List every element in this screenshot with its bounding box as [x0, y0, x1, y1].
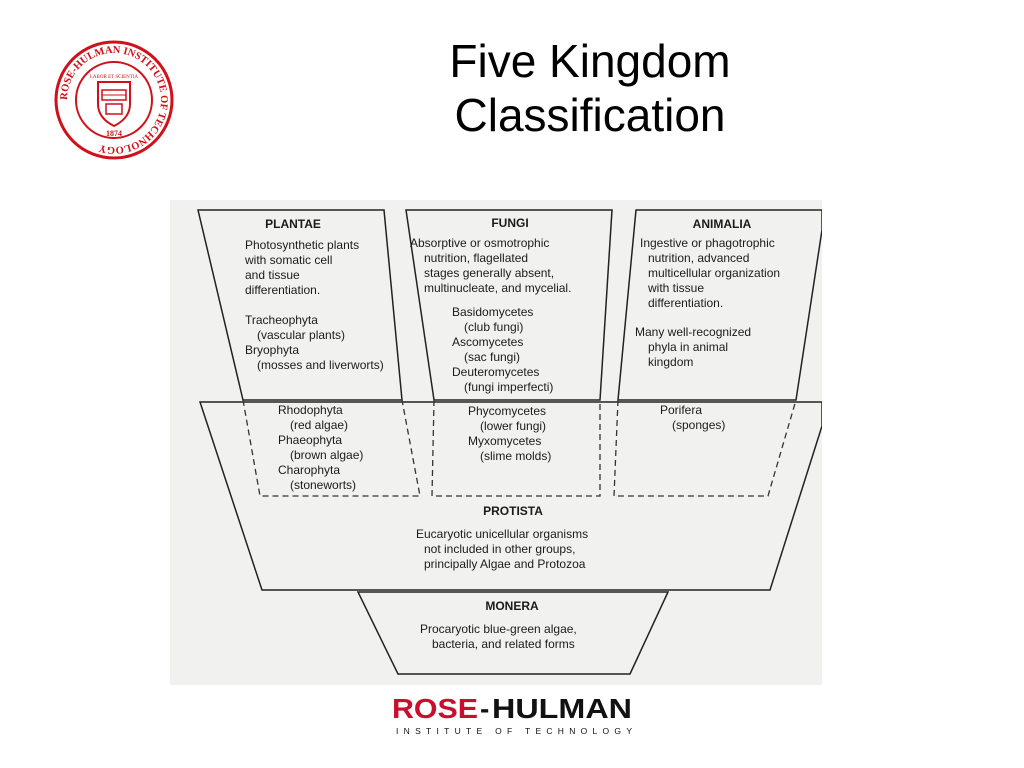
monera-desc-2: bacteria, and related forms: [432, 637, 575, 651]
brand-tagline: INSTITUTE OF TECHNOLOGY: [396, 726, 632, 736]
slide-title-line2: Classification: [454, 89, 726, 141]
fungi-group-4: (sac fungi): [464, 350, 520, 364]
seal-year: 1874: [106, 129, 122, 138]
fungi-overlap-3: Myxomycetes: [468, 434, 541, 448]
plantae-header: PLANTAE: [265, 217, 321, 231]
fungi-group-3: Ascomycetes: [452, 335, 523, 349]
plantae-overlap-4: (brown algae): [290, 448, 363, 462]
fungi-group-6: (fungi imperfecti): [464, 380, 553, 394]
brand-hulman: HULMAN: [492, 693, 632, 724]
animalia-header: ANIMALIA: [693, 217, 752, 231]
fungi-header: FUNGI: [491, 216, 528, 230]
plantae-desc-1: Photosynthetic plants: [245, 238, 359, 252]
animalia-group-1: Many well-recognized: [635, 325, 751, 339]
brand-dash: -: [480, 693, 489, 724]
fungi-overlap-1: Phycomycetes: [468, 404, 546, 418]
animalia-overlap-1: Porifera: [660, 403, 702, 417]
animalia-desc-1: Ingestive or phagotrophic: [640, 236, 775, 250]
plantae-desc-4: differentiation.: [245, 283, 320, 297]
plantae-overlap-1: Rhodophyta: [278, 403, 343, 417]
scan-background: [170, 200, 822, 685]
plantae-group-4: (mosses and liverworts): [257, 358, 384, 372]
plantae-desc-2: with somatic cell: [244, 253, 332, 267]
plantae-group-3: Bryophyta: [245, 343, 299, 357]
plantae-desc-3: and tissue: [245, 268, 300, 282]
protista-desc-3: principally Algae and Protozoa: [424, 557, 586, 571]
fungi-group-5: Deuteromycetes: [452, 365, 539, 379]
fungi-overlap-4: (slime molds): [480, 449, 551, 463]
fungi-desc-4: multinucleate, and mycelial.: [424, 281, 571, 295]
protista-desc-2: not included in other groups,: [424, 542, 575, 556]
plantae-overlap-6: (stoneworts): [290, 478, 356, 492]
animalia-group-3: kingdom: [648, 355, 693, 369]
rose-hulman-wordmark-logo: ROSE - HULMAN INSTITUTE OF TECHNOLOGY: [392, 693, 632, 736]
seal-motto: LABOR ET SCIENTIA: [90, 75, 139, 80]
protista-box: [198, 401, 822, 591]
plantae-group-1: Tracheophyta: [245, 313, 318, 327]
fungi-desc-3: stages generally absent,: [424, 266, 554, 280]
five-kingdom-diagram: PLANTAE Photosynthetic plants with somat…: [170, 200, 822, 685]
protista-header: PROTISTA: [483, 504, 543, 518]
fungi-group-2: (club fungi): [464, 320, 523, 334]
slide-title-line1: Five Kingdom: [449, 35, 731, 87]
animalia-group-2: phyla in animal: [648, 340, 728, 354]
animalia-overlap-2: (sponges): [672, 418, 725, 432]
plantae-overlap-5: Charophyta: [278, 463, 340, 477]
brand-rose: ROSE: [392, 693, 478, 724]
plantae-overlap-3: Phaeophyta: [278, 433, 342, 447]
monera-box: [356, 591, 670, 675]
fungi-group-1: Basidomycetes: [452, 305, 533, 319]
fungi-desc-1: Absorptive or osmotrophic: [410, 236, 549, 250]
animalia-desc-3: multicellular organization: [648, 266, 780, 280]
fungi-desc-2: nutrition, flagellated: [424, 251, 528, 265]
fungi-overlap-2: (lower fungi): [480, 419, 546, 433]
animalia-desc-4: with tissue: [647, 281, 704, 295]
slide-title: Five Kingdom Classification: [380, 34, 800, 142]
animalia-desc-2: nutrition, advanced: [648, 251, 749, 265]
monera-desc-1: Procaryotic blue-green algae,: [420, 622, 577, 636]
plantae-overlap-2: (red algae): [290, 418, 348, 432]
monera-header: MONERA: [485, 599, 539, 613]
rose-hulman-seal-logo: ROSE-HULMAN INSTITUTE OF TECHNOLOGY LABO…: [54, 40, 174, 160]
plantae-group-2: (vascular plants): [257, 328, 345, 342]
protista-desc-1: Eucaryotic unicellular organisms: [416, 527, 588, 541]
animalia-box: [617, 209, 822, 401]
seal-shield-icon: [97, 81, 131, 128]
animalia-desc-5: differentiation.: [648, 296, 723, 310]
overlap-dashed-lines: [242, 399, 797, 497]
